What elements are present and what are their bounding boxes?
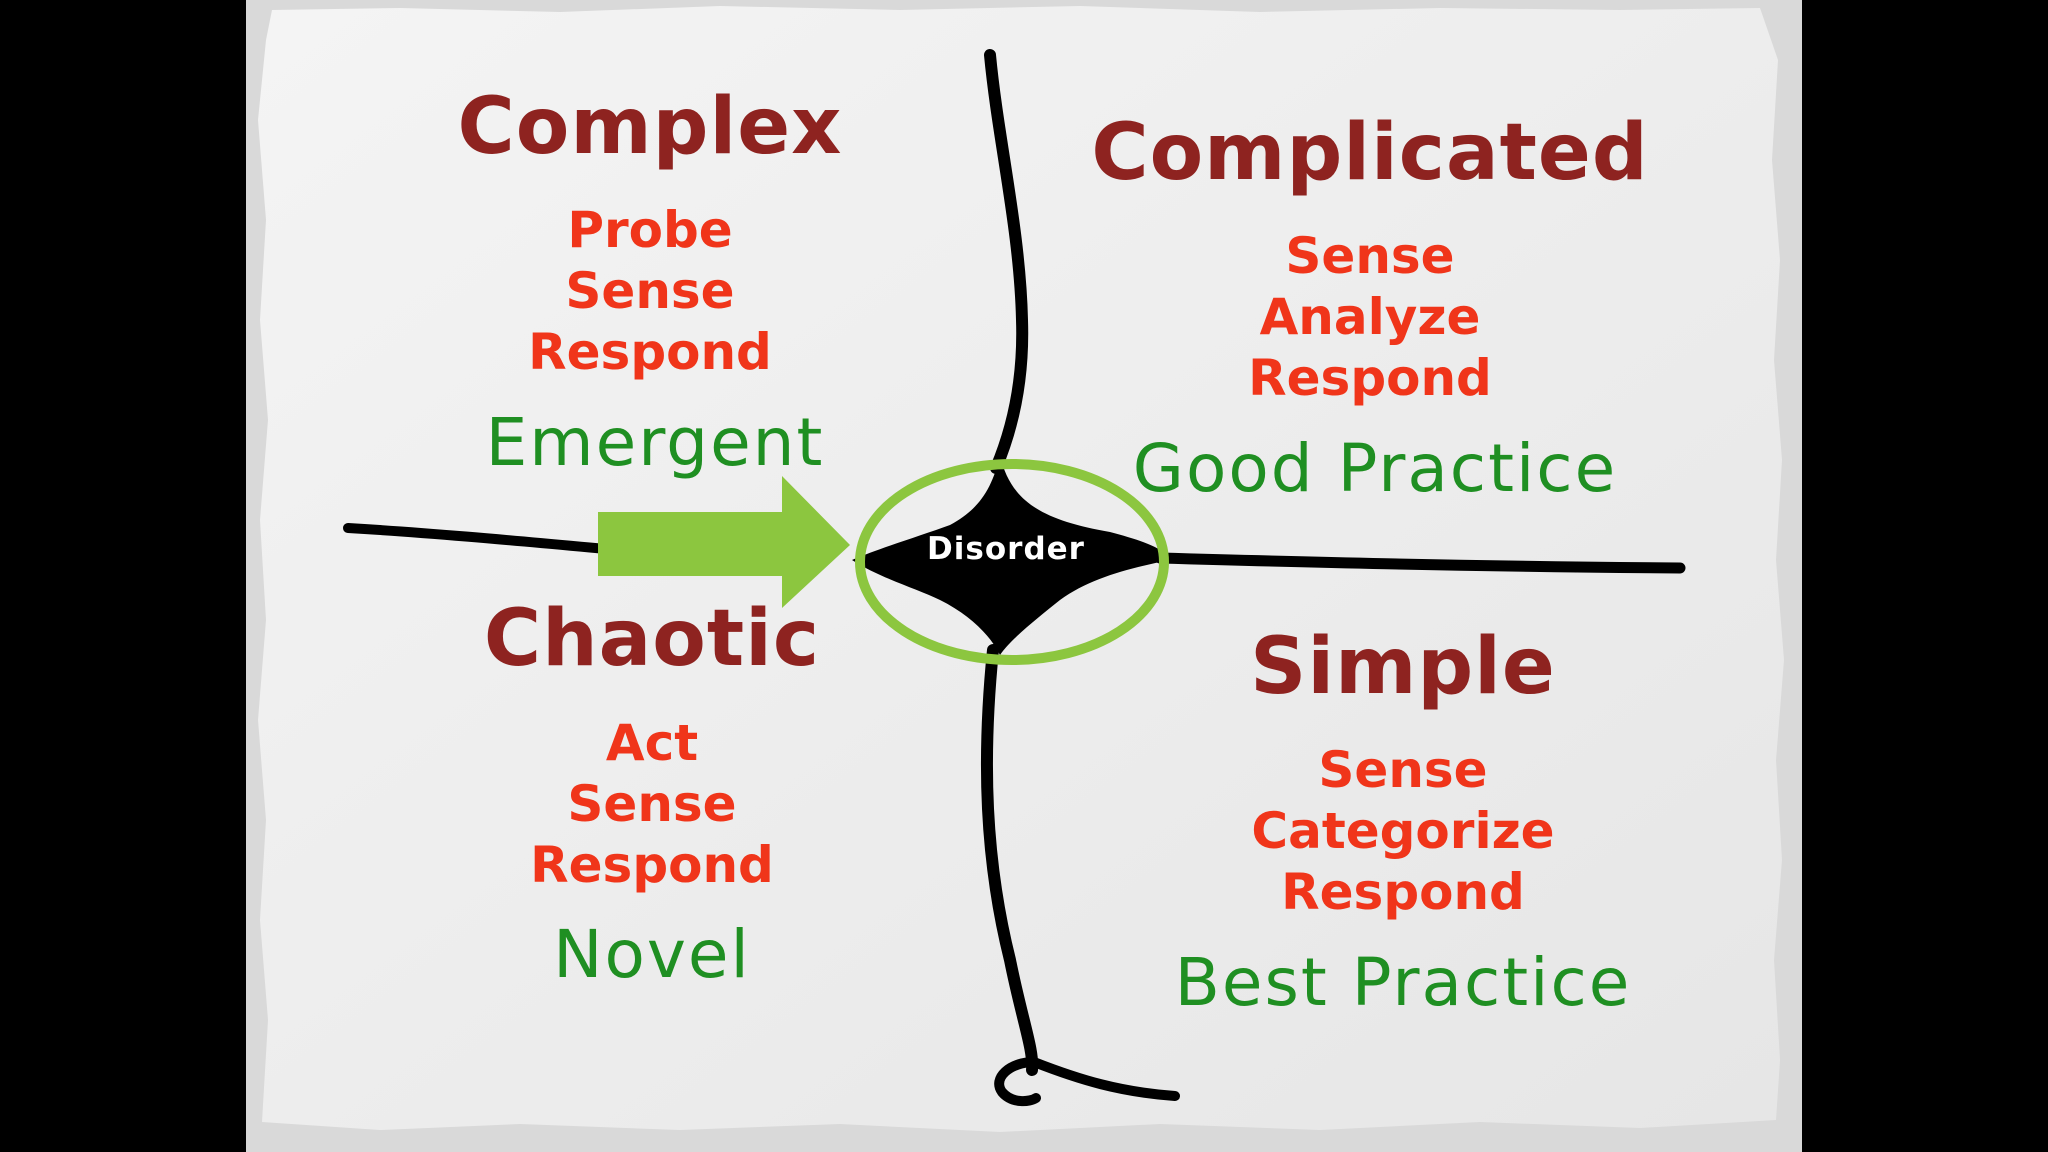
arrow-icon <box>598 476 850 608</box>
complex-practice: Emergent <box>485 404 825 481</box>
simple-step-1: Sense <box>1318 741 1488 799</box>
complicated-step-1: Sense <box>1285 227 1455 285</box>
complex-step-1: Probe <box>567 201 733 259</box>
chaotic-steps: Act Sense Respond <box>530 713 774 896</box>
complicated-step-2: Analyze <box>1259 288 1481 346</box>
complicated-title: Complicated <box>1091 108 1649 198</box>
simple-title: Simple <box>1250 622 1556 712</box>
complicated-steps: Sense Analyze Respond <box>1248 226 1492 409</box>
chaotic-practice: Novel <box>553 916 751 993</box>
chaotic-step-2: Sense <box>567 775 737 833</box>
complicated-practice: Good Practice <box>1132 430 1618 507</box>
bottom-hook <box>994 1057 1180 1107</box>
horizontal-line-right <box>1154 552 1686 574</box>
chaotic-step-3: Respond <box>530 836 774 894</box>
complicated-step-3: Respond <box>1248 349 1492 407</box>
simple-steps: Sense Categorize Respond <box>1251 740 1554 923</box>
chaotic-step-1: Act <box>605 714 699 772</box>
complex-title: Complex <box>457 82 843 172</box>
simple-step-3: Respond <box>1281 863 1525 921</box>
disorder-highlight-ring <box>855 459 1169 665</box>
vertical-line-bottom <box>980 644 1039 1076</box>
disorder-blob <box>852 455 1170 655</box>
simple-step-2: Categorize <box>1251 802 1555 860</box>
complex-steps: Probe Sense Respond <box>528 200 772 383</box>
complex-step-3: Respond <box>528 323 772 381</box>
simple-practice: Best Practice <box>1174 944 1632 1021</box>
chaotic-title: Chaotic <box>483 594 821 684</box>
complex-step-2: Sense <box>565 262 735 320</box>
vertical-line-top <box>984 49 1029 474</box>
disorder-label: Disorder <box>927 531 1085 567</box>
